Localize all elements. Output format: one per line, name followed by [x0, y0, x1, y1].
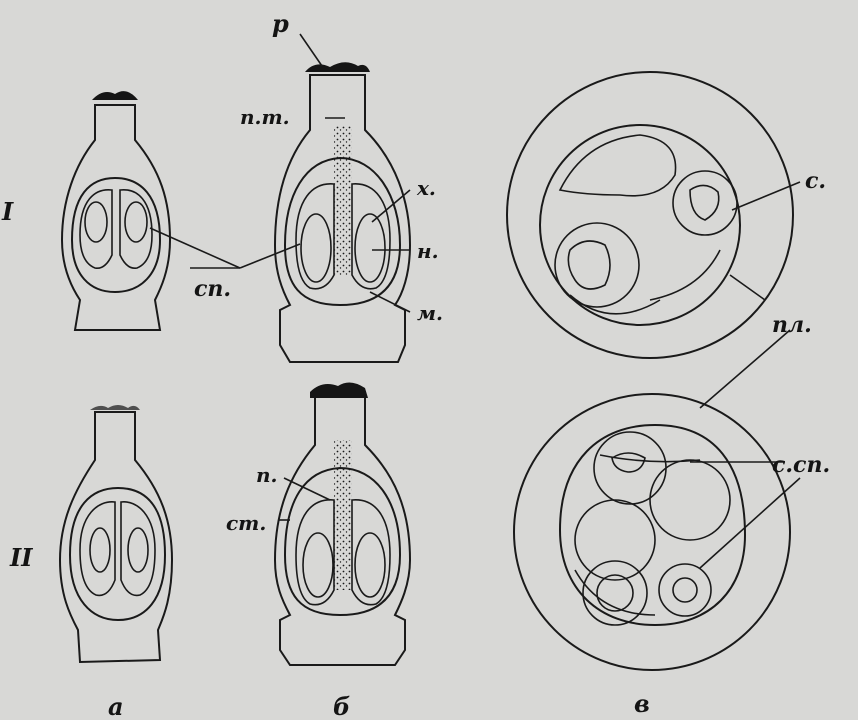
ovule-I-a — [62, 91, 170, 330]
label-x: х. — [416, 176, 436, 200]
label-st: ст. — [226, 511, 266, 535]
ovule-II-a — [60, 405, 172, 662]
label-n: н. — [417, 239, 439, 263]
label-pt: п.т. — [240, 105, 290, 129]
section-II-v — [514, 394, 790, 670]
label-p: р — [272, 9, 289, 38]
row-label-I: I — [1, 197, 14, 226]
section-I-v — [507, 72, 793, 358]
ovule-II-b — [275, 382, 410, 665]
label-pp: пл. — [772, 312, 812, 338]
label-sp: сп. — [194, 276, 231, 302]
label-ssp: с.сп. — [772, 452, 830, 478]
row-label-II: II — [9, 543, 33, 572]
column-label-v: в — [634, 689, 650, 718]
ovule-I-b — [275, 62, 410, 362]
label-m: м. — [417, 301, 443, 325]
label-pn: п. — [256, 463, 278, 487]
column-label-a: а — [108, 692, 124, 720]
label-s: с. — [805, 168, 826, 194]
column-label-b: б — [333, 692, 350, 720]
